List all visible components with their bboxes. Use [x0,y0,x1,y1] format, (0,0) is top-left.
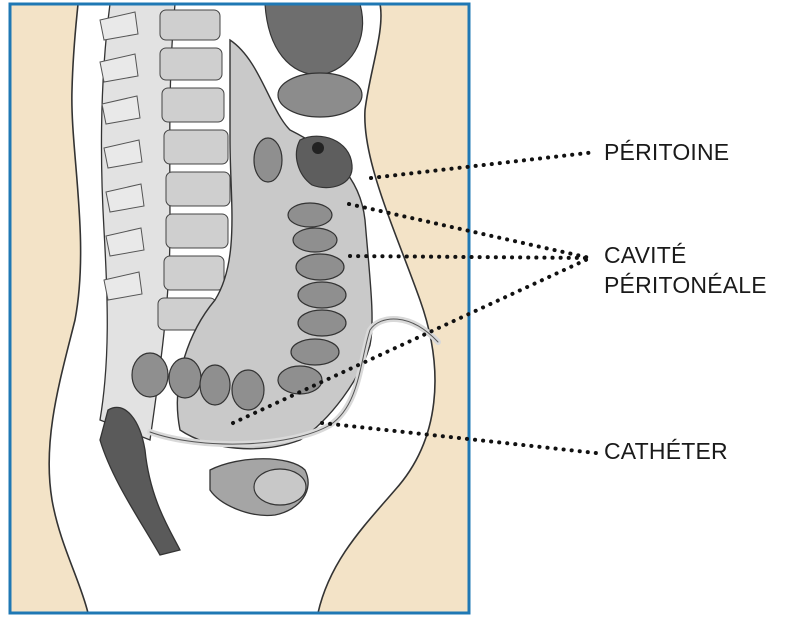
organ-dot [312,142,324,154]
label-catheter: CATHÉTER [604,436,728,466]
label-cavite-peritoneale: CAVITÉ PÉRITONÉALE [604,240,767,300]
label-cavite-line1: CAVITÉ [604,240,767,270]
label-catheter-text: CATHÉTER [604,436,728,466]
label-cavite-line2: PÉRITONÉALE [604,270,767,300]
bladder [254,469,306,505]
label-peritoine: PÉRITOINE [604,137,729,167]
label-peritoine-text: PÉRITOINE [604,137,729,167]
pancreas [278,73,362,117]
